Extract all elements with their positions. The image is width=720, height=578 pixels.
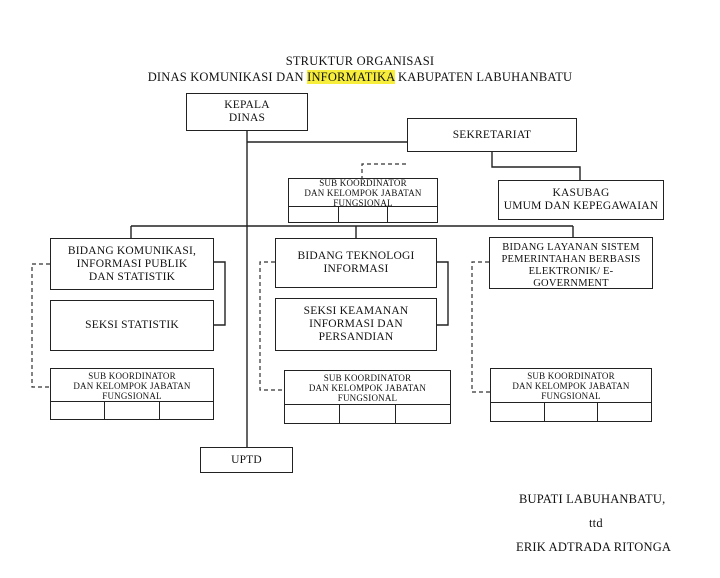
sub-koordinator-kip: SUB KOORDINATOR DAN KELOMPOK JABATAN FUN…: [50, 368, 214, 420]
seksi-keamanan-box: SEKSI KEAMANAN INFORMASI DAN PERSANDIAN: [275, 298, 437, 351]
sub-koordinator-cells: [285, 404, 450, 423]
title-suffix: KABUPATEN LABUHANBATU: [394, 70, 573, 84]
sekretariat-box: SEKRETARIAT: [407, 118, 577, 152]
title-prefix: DINAS KOMUNIKASI DAN: [147, 70, 308, 84]
seksi-statistik-box: SEKSI STATISTIK: [50, 300, 214, 351]
dashed-sub-sekretariat: [361, 163, 406, 178]
branch-seksi-keamanan: [437, 261, 449, 326]
sub-koordinator-spbe: SUB KOORDINATOR DAN KELOMPOK JABATAN FUN…: [490, 368, 652, 422]
chart-title-line1: STRUKTUR ORGANISASI: [285, 54, 435, 68]
branch-kasubag: [491, 152, 581, 180]
signature-ttd: ttd: [589, 516, 603, 530]
signature-name: ERIK ADTRADA RITONGA: [516, 540, 672, 554]
bidang-spbe-box: BIDANG LAYANAN SISTEM PEMERINTAHAN BERBA…: [489, 237, 653, 289]
uptd-box: UPTD: [200, 447, 293, 473]
sub-koordinator-ti: SUB KOORDINATOR DAN KELOMPOK JABATAN FUN…: [284, 370, 451, 424]
sub-koordinator-label: SUB KOORDINATOR DAN KELOMPOK JABATAN FUN…: [304, 178, 422, 209]
dashed-sub-spbe: [471, 261, 490, 393]
kepala-dinas-box: KEPALA DINAS: [186, 93, 308, 131]
branch-seksi-statistik: [214, 261, 226, 326]
sub-koordinator-label: SUB KOORDINATOR DAN KELOMPOK JABATAN FUN…: [73, 370, 191, 401]
dashed-sub-kip: [31, 263, 50, 388]
sub-koordinator-label: SUB KOORDINATOR DAN KELOMPOK JABATAN FUN…: [512, 371, 630, 402]
sub-koordinator-cells: [289, 206, 437, 222]
bidang-kip-box: BIDANG KOMUNIKASI, INFORMASI PUBLIK DAN …: [50, 238, 214, 290]
sub-koordinator-cells: [491, 402, 651, 421]
sub-koordinator-label: SUB KOORDINATOR DAN KELOMPOK JABATAN FUN…: [308, 373, 427, 404]
sub-koordinator-cells: [51, 401, 213, 419]
title-highlight: INFORMATIKA: [307, 70, 395, 84]
bidang-ti-box: BIDANG TEKNOLOGI INFORMASI: [275, 238, 437, 288]
kasubag-box: KASUBAG UMUM DAN KEPEGAWAIAN: [498, 180, 664, 220]
sub-koordinator-sekretariat: SUB KOORDINATOR DAN KELOMPOK JABATAN FUN…: [288, 178, 438, 223]
signature-title: BUPATI LABUHANBATU,: [519, 492, 666, 506]
chart-title-line2: DINAS KOMUNIKASI DAN INFORMATIKA KABUPAT…: [0, 70, 720, 85]
dashed-sub-ti: [259, 261, 284, 391]
